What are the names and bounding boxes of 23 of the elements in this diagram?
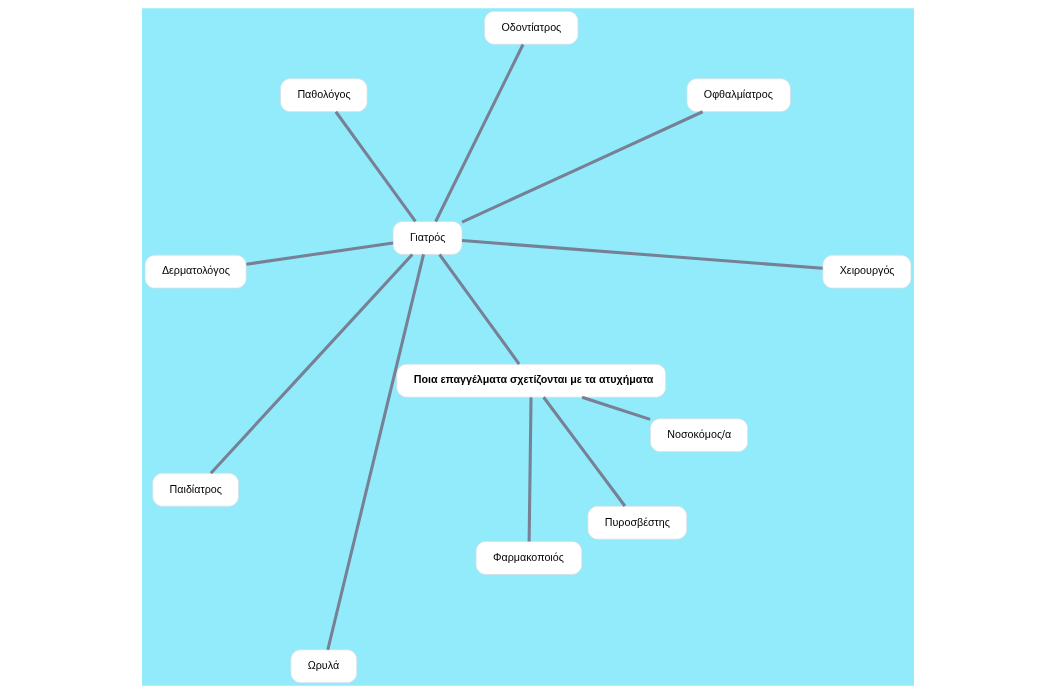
connector [581,395,651,421]
connector [527,397,533,542]
node-box: Δερματολόγος [144,254,247,289]
connector [437,253,520,365]
connector [461,239,823,270]
connector [325,254,425,651]
node-box: Ωρυλά [290,649,357,684]
node-box: Νοσοκόμος/α [649,418,748,453]
connector [460,110,703,224]
node-box: Χειρουργός [821,254,911,289]
node-box: Φαρμακοποιός [475,541,582,575]
node-box: Οδοντίατρος [483,10,578,45]
connector [433,43,524,223]
connector [245,241,393,266]
node-box: Πυροσβέστης [587,505,687,540]
node-box: Οφθαλμίατρος [686,78,791,113]
node-box: Γιατρός [392,221,462,255]
connector [209,253,413,475]
node-box: Παθολόγος [279,78,367,113]
node-box: Ποια επαγγέλματα σχετίζονται με τα ατυχήματα [395,363,666,398]
connector [541,396,626,507]
node-box: Παιδίατρος [151,472,239,507]
connector [334,110,417,223]
